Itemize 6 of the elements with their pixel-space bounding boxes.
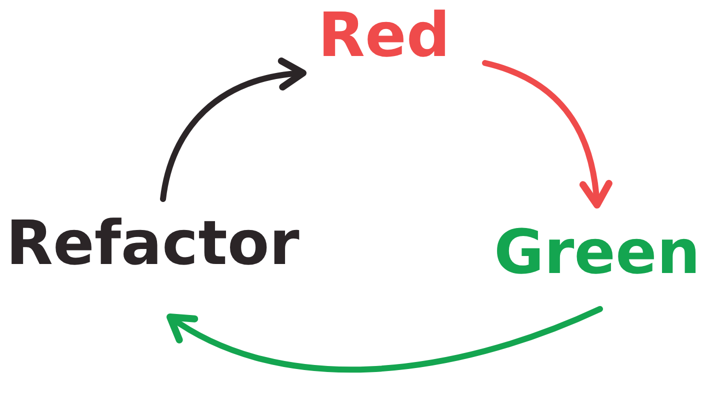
curved-arrow <box>166 306 603 372</box>
stage-label: Green <box>494 222 700 283</box>
stage-label: Red <box>318 5 450 66</box>
curved-arrow <box>482 60 612 208</box>
stage-label: Refactor <box>6 213 300 274</box>
curved-arrow <box>160 58 306 202</box>
